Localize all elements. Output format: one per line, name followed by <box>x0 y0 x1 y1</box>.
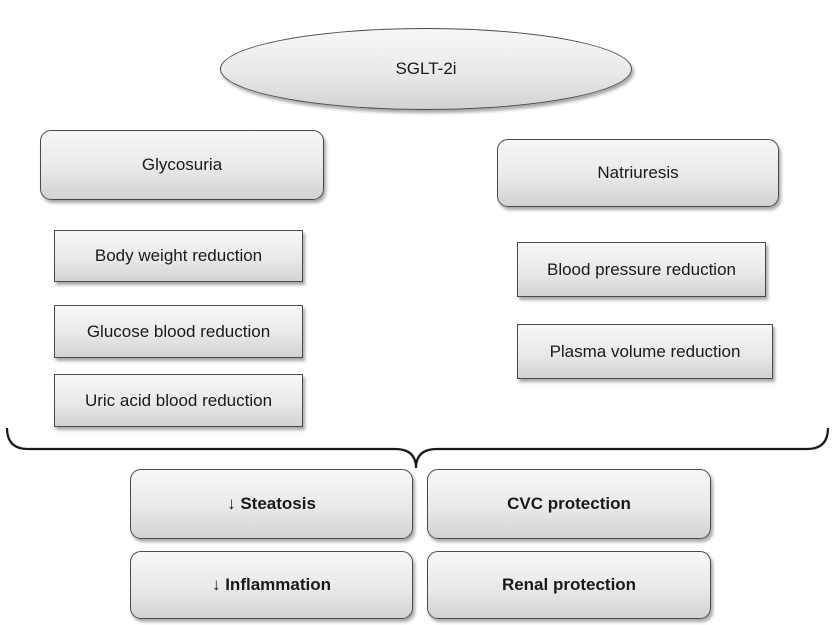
natriuresis-node: Natriuresis <box>497 139 779 207</box>
outcome-cvc-protection: CVC protection <box>427 469 711 539</box>
glycosuria-node: Glycosuria <box>40 130 324 200</box>
effect-uric-acid-blood-reduction: Uric acid blood reduction <box>54 374 303 427</box>
outcome-inflammation: ↓ Inflammation <box>130 551 413 619</box>
outcome-renal-protection: Renal protection <box>427 551 711 619</box>
root-node-sglt2i: SGLT-2i <box>220 28 632 110</box>
effect-plasma-volume-reduction: Plasma volume reduction <box>517 324 773 379</box>
effect-body-weight-reduction: Body weight reduction <box>54 230 303 282</box>
outcome-steatosis: ↓ Steatosis <box>130 469 413 539</box>
effect-glucose-blood-reduction: Glucose blood reduction <box>54 305 303 358</box>
effect-blood-pressure-reduction: Blood pressure reduction <box>517 242 766 297</box>
